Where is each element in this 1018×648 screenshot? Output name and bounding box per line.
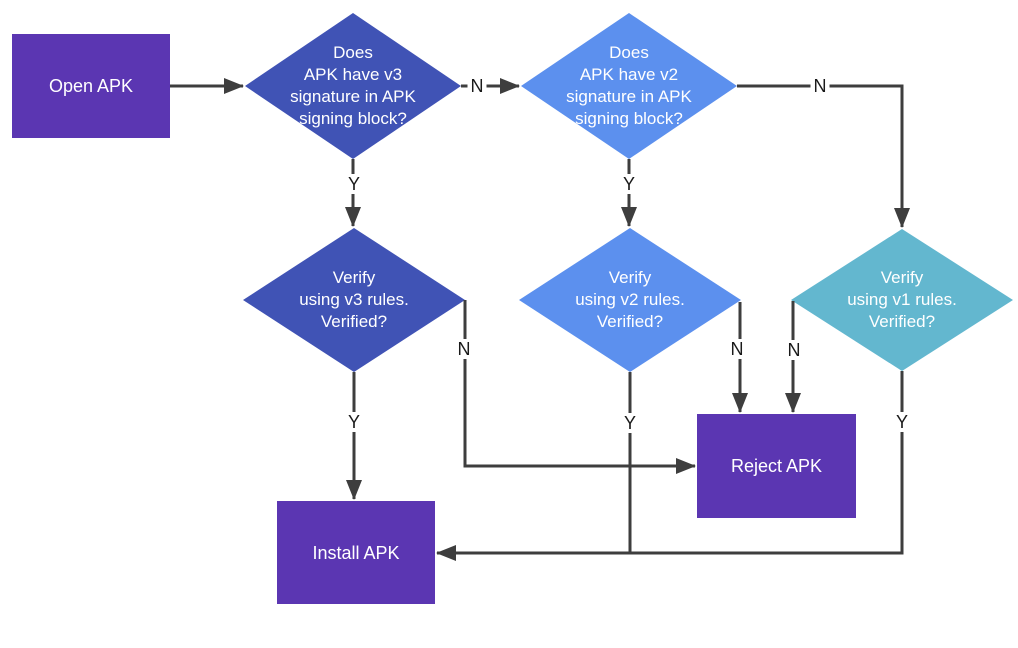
node-install-apk-label: Install APK — [312, 542, 400, 563]
edge-label-verify-v3-yes: Y — [344, 412, 364, 432]
node-reject-apk: Reject APK — [697, 414, 856, 518]
node-reject-apk-label: Reject APK — [730, 456, 823, 476]
edge-label-verify-v2-no: N — [727, 339, 747, 359]
node-verify-v2: Verify using v2 rules. Verified? — [519, 228, 741, 372]
edge-label-question-v3-yes: Y — [344, 174, 364, 194]
edge-label-verify-v3-no: N — [454, 339, 474, 359]
node-question-v2-label: Does APK have v2 signature in APK signin… — [566, 43, 692, 128]
edge-label-verify-v2-yes: Y — [620, 413, 640, 433]
edge-label-verify-v1-no: N — [784, 340, 804, 360]
node-verify-v3: Verify using v3 rules. Verified? — [243, 228, 465, 372]
node-verify-v1-label: Verify using v1 rules. Verified? — [847, 268, 957, 331]
edge-question-v2-no-to-verify-v1 — [737, 84, 910, 228]
node-verify-v3-label: Verify using v3 rules. Verified? — [299, 268, 409, 331]
node-verify-v2-label: Verify using v2 rules. Verified? — [575, 268, 685, 331]
node-question-v2-signature: Does APK have v2 signature in APK signin… — [521, 13, 737, 159]
edge-label-verify-v1-yes: Y — [892, 412, 912, 432]
edge-label-question-v2-yes: Y — [619, 174, 639, 194]
node-install-apk: Install APK — [277, 501, 435, 604]
edge-label-question-v2-no: N — [810, 76, 830, 96]
node-verify-v1: Verify using v1 rules. Verified? — [791, 229, 1013, 371]
node-open-apk-label: Open APK — [48, 76, 134, 96]
node-question-v3-signature: Does APK have v3 signature in APK signin… — [245, 13, 461, 159]
edge-label-question-v3-no: N — [467, 76, 487, 96]
node-open-apk: Open APK — [12, 34, 170, 138]
node-question-v3-label: Does APK have v3 signature in APK signin… — [290, 43, 416, 128]
